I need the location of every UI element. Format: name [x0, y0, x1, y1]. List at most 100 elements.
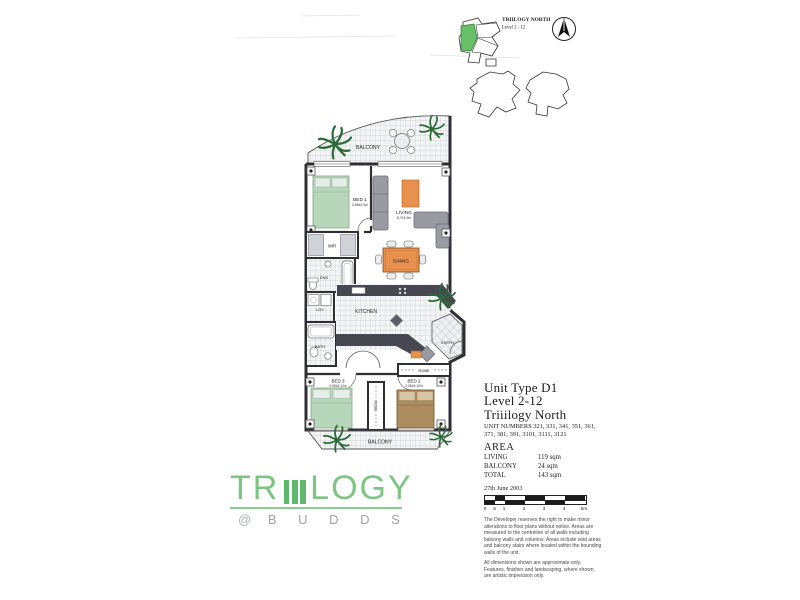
- room-label-balcony-bottom: BALCONY: [368, 440, 393, 446]
- scale-tick: 5m: [580, 506, 588, 512]
- disclaimer-text-2: All dimensions shown are approximate onl…: [484, 560, 595, 580]
- basin-icon: [324, 260, 332, 268]
- cooktop-icon: [398, 287, 407, 295]
- unit-numbers: UNIT NUMBERS 321, 331, 341, 351, 361, 37…: [484, 422, 596, 438]
- sink-icon: [351, 287, 366, 294]
- room-label-robe-v: ROBE: [374, 400, 379, 412]
- disclaimer-text-1: The Developer reserves the right to make…: [484, 517, 602, 556]
- bathroom: BATH: [305, 321, 337, 367]
- laundry: LDY: [305, 291, 335, 323]
- area-value: 119 sqm: [538, 453, 561, 461]
- area-row: BALCONY 24 sqm: [484, 462, 574, 471]
- bed-icon: [312, 175, 350, 229]
- scale-tick: 4: [562, 506, 566, 512]
- washer-icon: [307, 294, 320, 306]
- plan-date: 27th June 2003: [484, 485, 523, 493]
- scale-tick: 0: [483, 506, 487, 512]
- robe-shelf-icon: [308, 234, 324, 256]
- balcony-bottom: BALCONY: [307, 424, 453, 453]
- balcony-top: BALCONY: [307, 114, 451, 165]
- room-label-ldy: LDY: [316, 307, 324, 312]
- side-table-icon: [305, 419, 315, 429]
- room-label-balcony-top: BALCONY: [356, 145, 381, 151]
- side-table-icon: [306, 166, 316, 176]
- scale-tick: 3: [542, 506, 546, 512]
- side-table-icon: [436, 377, 446, 387]
- area-row: TOTAL 143 sqm: [484, 471, 574, 480]
- scale-tick: .5: [492, 506, 496, 512]
- key-plan-building-3: [525, 71, 570, 117]
- key-plan-building-2: [469, 70, 521, 118]
- side-table-icon: [436, 419, 446, 429]
- dining-area: DINING: [375, 240, 456, 311]
- room-label-wir: WIR: [328, 244, 336, 249]
- bedroom-2: BED 2 3.05x3.12m: [396, 377, 446, 429]
- area-heading: AREA: [484, 441, 515, 453]
- area-label: BALCONY: [484, 462, 517, 470]
- room-dim-bed2: 3.05x3.12m: [405, 384, 423, 388]
- scale-bar-graphic: [484, 495, 587, 506]
- toilet-icon: [309, 346, 319, 358]
- room-label-bed2: BED 2: [407, 379, 421, 384]
- area-value: 24 sqm: [538, 462, 558, 470]
- bedroom-3: BED 3 3.05x3.12m: [305, 377, 353, 429]
- key-plan-title: TRIILOGY NORTH: [502, 17, 551, 23]
- dining-table-icon: [382, 247, 420, 273]
- wir: WIR: [305, 231, 359, 259]
- trilogy-logo: TR LOGY @ B U D D S: [230, 471, 420, 527]
- dining-chairs: [375, 240, 426, 280]
- bedroom-1: BED 1 3.65x3.4m: [306, 166, 373, 235]
- coffee-table-icon: [401, 179, 420, 208]
- room-label-living: LIVING: [396, 210, 412, 216]
- room-label-bath: BATH: [315, 344, 325, 349]
- living-room: LIVING 6.7x3.9m: [372, 167, 451, 249]
- logo-bars-icon: [282, 480, 307, 504]
- scale-ticks: 0 .5 1 2 3 4 5m: [484, 505, 588, 512]
- unit-floor-plan: BALCONY: [304, 114, 466, 453]
- bed-icon: [310, 387, 353, 429]
- key-plan: TRIILOGY NORTH Level 2 - 12: [458, 17, 576, 118]
- bathtub-icon: [307, 324, 335, 339]
- room-label-bed1: BED 1: [353, 197, 367, 203]
- kitchen: KITCHEN: [336, 284, 456, 358]
- robe-hall: ROBE: [397, 363, 451, 377]
- entry-mat: [418, 345, 436, 363]
- basin-icon: [324, 352, 332, 360]
- sofa-icon: [372, 175, 389, 231]
- tub-icon: [320, 294, 332, 306]
- room-label-bed3: BED 3: [331, 379, 345, 384]
- hall-doors: [345, 350, 381, 369]
- scale-tick: 2: [522, 506, 526, 512]
- balcony-table: [394, 133, 410, 149]
- key-plan-subtitle: Level 2 - 12: [502, 26, 526, 31]
- side-table-icon: [441, 228, 451, 238]
- balcony-chairs: [389, 129, 415, 154]
- scale-tick: 1: [502, 506, 506, 512]
- at-symbol: @: [238, 512, 256, 527]
- room-dim-bed1: 3.65x3.4m: [352, 203, 368, 207]
- bed-icon: [396, 389, 435, 429]
- compass-icon: [552, 17, 576, 41]
- area-value: 143 sqm: [538, 472, 562, 480]
- area-label: LIVING: [484, 453, 508, 461]
- logo-rule: [230, 507, 402, 509]
- unit-info-panel: Unit Type D1 Level 2-12 Triiilogy North …: [484, 381, 608, 580]
- unit-type-heading: Unit Type D1: [484, 380, 558, 395]
- robe-divider: ROBE: [367, 381, 385, 431]
- logo-tagline-text: B U D D S: [267, 512, 409, 527]
- unit-level-heading: Level 2-12: [484, 393, 543, 409]
- side-table-icon: [441, 167, 451, 177]
- room-label-robe-h: ROBE: [418, 368, 430, 373]
- entry: ENTRY: [410, 313, 463, 363]
- room-dim-bed3: 3.05x3.12m: [329, 384, 347, 388]
- room-label-kitchen: KITCHEN: [355, 309, 377, 315]
- bench-icon: [410, 350, 422, 359]
- room-dim-living: 6.7x3.9m: [397, 216, 411, 220]
- logo-suffix: LOGY: [310, 469, 413, 507]
- building-name-heading: Triiilogy North: [484, 406, 567, 422]
- area-row: LIVING 119 sqm: [484, 453, 574, 462]
- room-label-entry: ENTRY: [441, 340, 455, 345]
- floor-inlay: [390, 314, 403, 327]
